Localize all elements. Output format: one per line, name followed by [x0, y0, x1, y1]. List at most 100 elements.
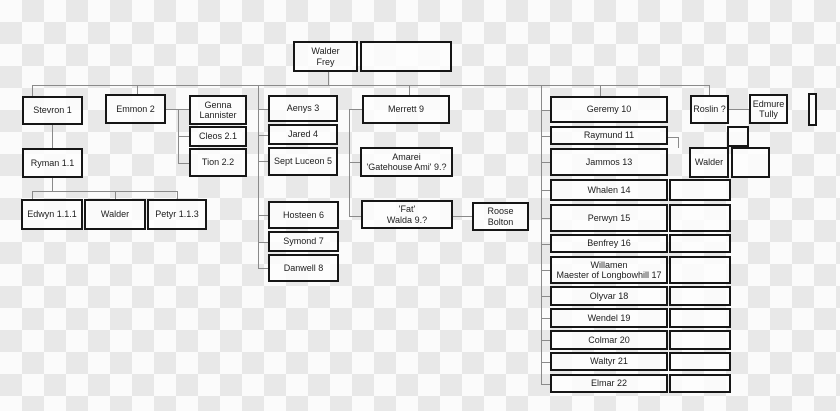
- tree-node-olyvar-spouse: [669, 286, 731, 306]
- connector-horizontal-line: [541, 190, 550, 191]
- connector-horizontal-line: [541, 270, 550, 271]
- tree-node-label: Whalen 14: [587, 184, 631, 195]
- tree-node-label: Walder: [694, 157, 724, 168]
- tree-node-label: Petyr 1.1.3: [155, 209, 199, 220]
- tree-node-willamen-spouse: [669, 256, 731, 284]
- connector-horizontal-line: [258, 135, 268, 136]
- tree-node-label: Geremy 10: [586, 104, 632, 115]
- tree-node-label: Benfrey 16: [587, 238, 631, 249]
- tree-node-jared-4: Jared 4: [268, 124, 338, 145]
- tree-node-label: Willamen: [590, 259, 628, 270]
- tree-node-label: Sept Luceon 5: [273, 156, 333, 167]
- connector-vertical-line: [541, 86, 542, 384]
- connector-horizontal-line: [258, 161, 268, 162]
- tree-node-perwyn-15: Perwyn 15: [550, 204, 668, 232]
- connector-vertical-line: [32, 191, 33, 199]
- tree-node-narrow-empty-box: [808, 93, 817, 126]
- tree-node-label: Edmure: [752, 98, 785, 109]
- tree-node-wendel-spouse: [669, 308, 731, 328]
- connector-horizontal-line: [349, 216, 361, 217]
- tree-node-merrett-9: Merrett 9: [362, 95, 450, 124]
- connector-horizontal-line: [32, 191, 178, 192]
- tree-node-danwell-8: Danwell 8: [268, 254, 339, 282]
- connector-horizontal-line: [541, 340, 550, 341]
- connector-vertical-line: [32, 86, 33, 96]
- tree-node-elmar-22: Elmar 22: [550, 374, 668, 393]
- tree-node-hosteen-6: Hosteen 6: [268, 201, 339, 229]
- tree-node-label: Danwell 8: [283, 262, 324, 273]
- tree-node-fat-walda-9: 'Fat'Walda 9.?: [361, 200, 453, 229]
- tree-node-label: Walder: [311, 46, 340, 56]
- tree-node-label: Amarei: [392, 151, 421, 162]
- connector-horizontal-line: [166, 109, 189, 110]
- connector-horizontal-line: [668, 137, 678, 138]
- tree-node-walder-roslin-row: Walder: [689, 147, 729, 178]
- tree-node-benfrey-16: Benfrey 16: [550, 234, 668, 253]
- tree-node-geremy-10: Geremy 10: [550, 96, 668, 123]
- connector-horizontal-line: [178, 136, 189, 137]
- tree-node-label: Jammos 13: [585, 156, 633, 167]
- tree-node-label: Colmar 20: [588, 334, 630, 345]
- tree-node-label: Symond 7: [283, 236, 324, 247]
- connector-horizontal-line: [178, 163, 189, 164]
- tree-node-label: Waltyr 21: [590, 356, 628, 367]
- connector-vertical-line: [115, 191, 116, 199]
- connector-horizontal-line: [258, 215, 268, 216]
- connector-horizontal-line: [453, 216, 472, 217]
- connector-horizontal-line: [541, 296, 550, 297]
- connector-horizontal-line: [349, 162, 360, 163]
- connector-vertical-line: [600, 86, 601, 96]
- connector-vertical-line: [678, 137, 679, 148]
- tree-node-label: 'Gatehouse Ami' 9.?: [366, 162, 447, 172]
- tree-node-label: Genna: [204, 99, 232, 110]
- tree-node-label: 'Fat': [398, 204, 416, 214]
- tree-node-roslin: Roslin ?: [690, 95, 729, 124]
- tree-node-walder-row-spouse: [731, 147, 770, 178]
- tree-node-sept-luceon-5: Sept Luceon 5: [268, 147, 338, 176]
- tree-node-label: Ryman 1.1: [30, 157, 75, 168]
- tree-node-label: Roslin ?: [693, 104, 726, 115]
- connector-horizontal-line: [541, 162, 550, 163]
- tree-node-label: Walda 9.?: [386, 214, 428, 225]
- tree-node-label: Raymund 11: [583, 130, 635, 141]
- tree-node-label: Jared 4: [287, 129, 319, 140]
- tree-node-label: Roose: [487, 206, 514, 216]
- tree-node-amarei-9: Amarei'Gatehouse Ami' 9.?: [360, 147, 453, 177]
- tree-node-benfrey-spouse: [669, 234, 731, 253]
- tree-node-whalen-spouse: [669, 179, 731, 201]
- tree-node-label: Edwyn 1.1.1: [27, 209, 77, 220]
- connector-horizontal-line: [541, 384, 550, 385]
- tree-node-label: Emmon 2: [116, 103, 155, 114]
- tree-node-label: Walder: [100, 209, 130, 220]
- connector-vertical-line: [177, 191, 178, 199]
- tree-node-small-empty-box: [727, 126, 749, 147]
- tree-node-label: Maester of Longbowhill 17: [556, 270, 662, 280]
- tree-node-label: Hosteen 6: [282, 209, 325, 220]
- tree-node-label: Cleos 2.1: [198, 131, 238, 142]
- connector-horizontal-line: [32, 85, 710, 86]
- connector-horizontal-line: [258, 109, 268, 110]
- tree-node-walder-son-of-ryman: Walder: [84, 199, 146, 230]
- connector-horizontal-line: [541, 218, 550, 219]
- tree-node-walder-frey-spouse: [360, 41, 452, 72]
- tree-node-label: Aenys 3: [286, 103, 320, 114]
- tree-node-label: Elmar 22: [590, 378, 627, 389]
- connector-horizontal-line: [541, 318, 550, 319]
- tree-node-aenys-3: Aenys 3: [268, 95, 338, 122]
- connector-vertical-line: [328, 72, 329, 85]
- tree-node-waltyr-21: Waltyr 21: [550, 352, 668, 371]
- tree-node-label: Merrett 9: [387, 104, 424, 115]
- tree-node-label: Wendel 19: [587, 312, 631, 323]
- tree-node-whalen-14: Whalen 14: [550, 179, 668, 201]
- connector-horizontal-line: [541, 362, 550, 363]
- tree-node-emmon-2: Emmon 2: [105, 94, 166, 124]
- tree-node-label: Bolton: [487, 216, 514, 227]
- tree-node-label: Tion 2.2: [201, 157, 235, 168]
- tree-node-colmar-spouse: [669, 330, 731, 350]
- tree-node-label: Perwyn 15: [587, 212, 631, 223]
- connector-vertical-line: [709, 86, 710, 95]
- connector-horizontal-line: [258, 268, 268, 269]
